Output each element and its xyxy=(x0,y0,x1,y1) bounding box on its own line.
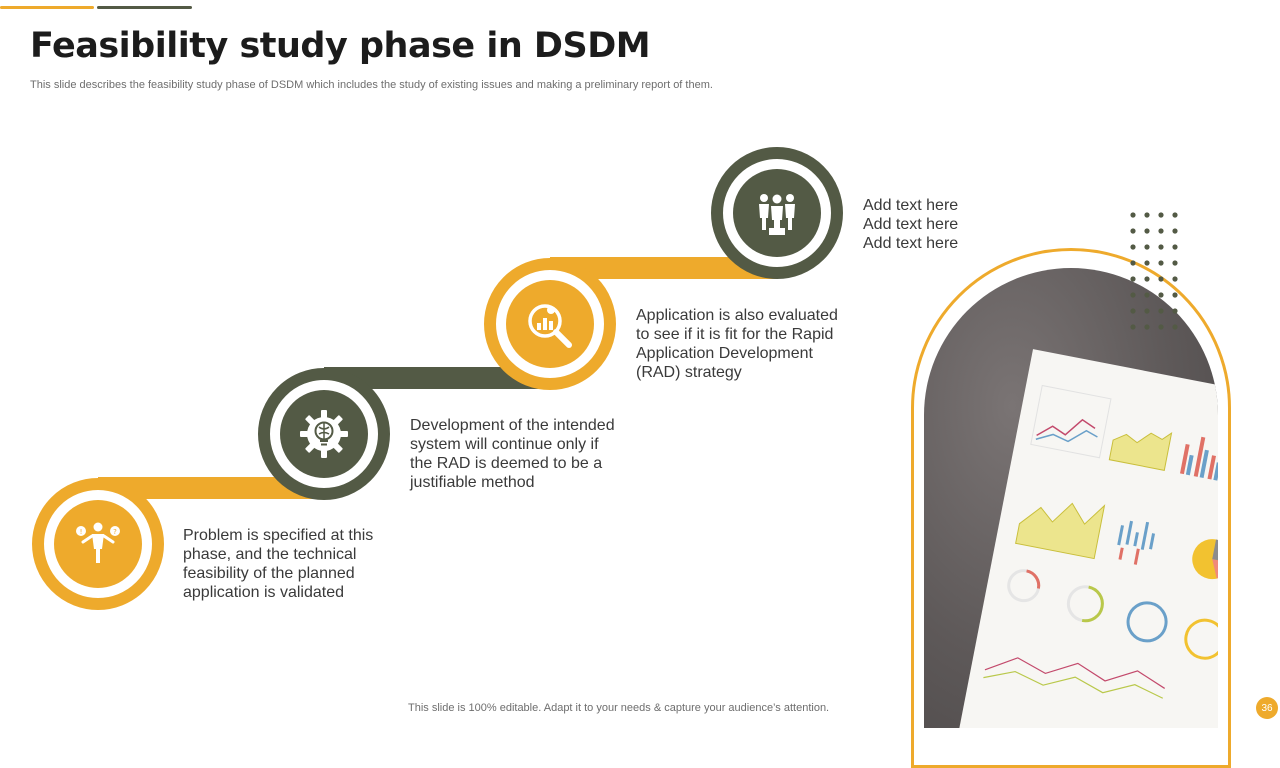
magnifier-chart-icon xyxy=(528,304,572,348)
step-2-line: justifiable method xyxy=(410,474,535,491)
step-3-line: (RAD) strategy xyxy=(636,364,742,381)
dashboard-photo xyxy=(924,268,1218,728)
connector-bar-1 xyxy=(98,477,326,499)
gear-brain-bulb-icon xyxy=(300,410,348,458)
step-1-line: phase, and the technical xyxy=(183,546,357,563)
step-3-line: Application is also evaluated xyxy=(636,307,838,324)
step-circle-3 xyxy=(484,258,616,390)
step-circle-4 xyxy=(711,147,843,279)
step-2-line: system will continue only if xyxy=(410,436,599,453)
svg-text:?: ? xyxy=(113,528,117,536)
step-2-line: the RAD is deemed to be a xyxy=(410,455,603,472)
top-accent-line xyxy=(0,6,94,9)
step-1-line: Problem is specified at this xyxy=(183,527,374,544)
dot-grid-decoration xyxy=(1130,212,1178,330)
step-text-1: Problem is specified at this phase, and … xyxy=(183,526,373,602)
step-4-line: Add text here xyxy=(863,235,959,252)
step-4-line: Add text here xyxy=(863,197,959,214)
person-balance-icon: ! ? xyxy=(76,522,120,563)
page-title: Feasibility study phase in DSDM xyxy=(30,26,651,66)
step-circle-1: ! ? xyxy=(32,478,164,610)
page-subtitle: This slide describes the feasibility stu… xyxy=(30,79,713,91)
step-text-2: Development of the intended system will … xyxy=(410,416,615,492)
team-icon xyxy=(759,194,795,235)
step-2-line: Development of the intended xyxy=(410,417,615,434)
step-3-line: to see if it is fit for the Rapid xyxy=(636,326,834,343)
svg-text:!: ! xyxy=(80,528,83,536)
connector-bar-2 xyxy=(324,367,552,389)
step-3-line: Application Development xyxy=(636,345,813,362)
step-4-line: Add text here xyxy=(863,216,959,233)
top-dark-line xyxy=(97,6,192,9)
footer-note: This slide is 100% editable. Adapt it to… xyxy=(408,702,830,714)
connector-bar-3 xyxy=(550,257,778,279)
report-paper-image xyxy=(956,349,1218,728)
step-text-4: Add text here Add text here Add text her… xyxy=(863,196,958,253)
page-number: 36 xyxy=(1256,697,1278,719)
step-text-3: Application is also evaluated to see if … xyxy=(636,306,838,382)
step-1-line: application is validated xyxy=(183,584,344,601)
step-1-line: feasibility of the planned xyxy=(183,565,355,582)
step-circle-2 xyxy=(258,368,390,500)
